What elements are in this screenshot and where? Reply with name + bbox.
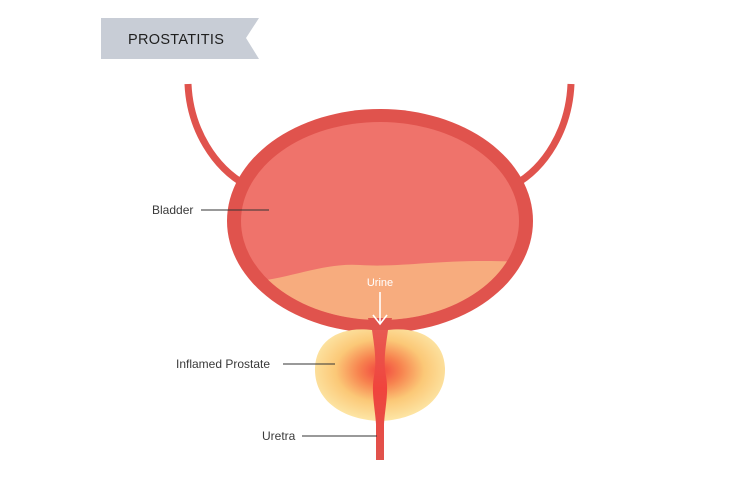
- prostate-callout: Inflamed Prostate: [176, 357, 335, 371]
- urethra-label: Uretra: [262, 429, 296, 443]
- ureters: [184, 83, 575, 189]
- bladder: [227, 109, 533, 336]
- right-ureter: [512, 83, 575, 189]
- urine-label: Urine: [367, 277, 393, 289]
- urine-flow-arrow: [372, 292, 388, 326]
- urethra: [372, 330, 388, 460]
- prostate-label: Inflamed Prostate: [176, 357, 270, 371]
- urethra-callout: Uretra: [262, 429, 377, 443]
- bladder-label: Bladder: [152, 203, 193, 217]
- bladder-callout: Bladder: [152, 203, 269, 217]
- title-text: PROSTATITIS: [128, 32, 224, 48]
- title-banner-shape: [101, 18, 259, 59]
- left-ureter: [184, 83, 248, 189]
- title-banner: PROSTATITIS: [101, 18, 259, 59]
